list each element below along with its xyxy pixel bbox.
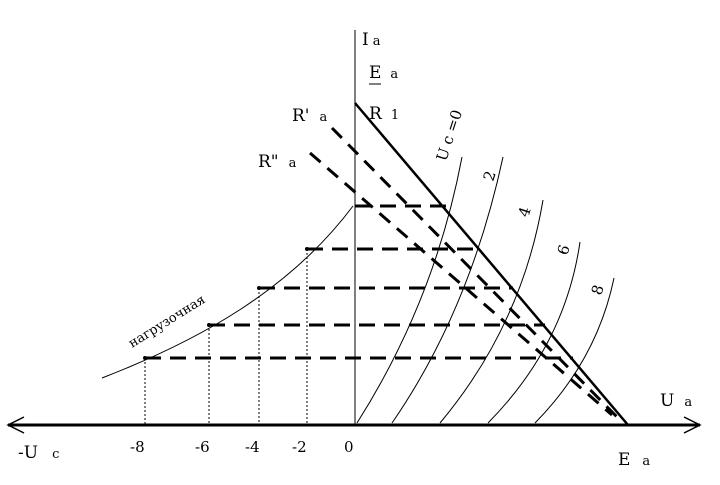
load-curve [101,205,354,379]
r-prime-label: R'a [292,106,327,126]
curve-label-uc0: U c =0 [433,108,466,164]
curve-uc-4 [439,199,544,424]
origin-label: 0 [344,438,354,456]
curve-label-8: 8 [588,283,608,298]
drop-lines [144,249,308,425]
curve-uc-0 [356,156,463,424]
load-curve-points [143,247,309,360]
curve-uc-2 [391,156,504,424]
r-double-prime-label: R"a [258,152,297,172]
load-line-r-prime [330,126,622,422]
curve-uc-8 [534,277,615,424]
curve-label-6: 6 [554,243,574,258]
anode-curves [356,156,615,424]
x-axis [6,416,702,434]
curve-label-4: 4 [515,205,535,220]
curve-uc-6 [487,241,581,424]
load-line-r-double-prime [309,151,613,417]
projection-lines [145,204,573,360]
tick-neg-2: -2 [292,438,307,456]
curve-label-2: 2 [480,169,500,184]
load-curve-label: нагрузочная [126,292,208,351]
tick-neg-4: -4 [245,438,260,456]
tick-neg-6: -6 [195,438,210,456]
x-axis-arrow-left [6,416,25,434]
load-line-ea-r1 [354,102,629,426]
x-axis-arrow-right [683,416,702,434]
tick-neg-8: -8 [130,438,145,456]
